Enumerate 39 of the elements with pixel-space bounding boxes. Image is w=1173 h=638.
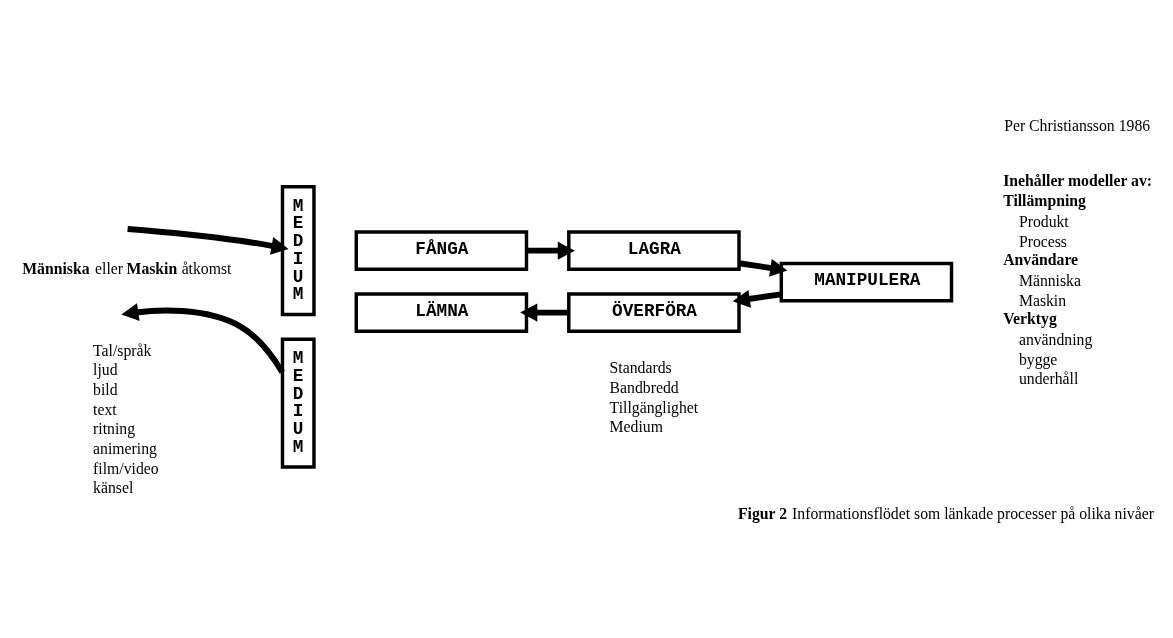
label: underhåll bbox=[1018, 369, 1079, 387]
caption: Figur 2 Informationsflödet som länkade processer på olika nivåer bbox=[738, 504, 1154, 522]
node-box: LAGRA bbox=[567, 229, 741, 271]
label: bild bbox=[93, 380, 118, 398]
label: text bbox=[93, 400, 117, 418]
label: Tillgänglighet bbox=[609, 398, 699, 416]
label: Bandbredd bbox=[609, 378, 679, 396]
node-box: FÅNGA bbox=[354, 229, 529, 271]
label: känsel bbox=[93, 478, 134, 496]
arrow bbox=[127, 225, 289, 255]
label: animering bbox=[93, 439, 157, 457]
label: ritning bbox=[93, 419, 136, 437]
label: Per Christiansson 1986 bbox=[1004, 116, 1151, 134]
node-box: ÖVERFÖRA bbox=[567, 291, 741, 333]
label: Process bbox=[1018, 232, 1067, 249]
node-box: MEDIUM bbox=[280, 184, 316, 316]
label: Tal/språk bbox=[93, 341, 152, 359]
label: Tillämpning bbox=[1003, 191, 1086, 209]
label: Verktyg bbox=[1003, 309, 1057, 327]
arrow bbox=[520, 303, 569, 322]
node-box: MANIPULERA bbox=[779, 261, 954, 303]
label: Människa eller Maskin åtkomst bbox=[22, 259, 232, 277]
label: ljud bbox=[93, 360, 118, 378]
label: bygge bbox=[1018, 350, 1058, 368]
node-box: MEDIUM bbox=[280, 336, 316, 469]
label: film/video bbox=[93, 459, 159, 477]
label: Standards bbox=[609, 358, 672, 376]
label: Inehåller modeller av: bbox=[1003, 171, 1153, 189]
node-box: LÄMNA bbox=[354, 291, 529, 333]
label: Produkt bbox=[1018, 212, 1069, 230]
label: Människa bbox=[1018, 271, 1081, 289]
label: Medium bbox=[609, 417, 663, 435]
arrow bbox=[738, 258, 788, 277]
arrow bbox=[526, 241, 575, 260]
arrow bbox=[121, 302, 285, 374]
label: användning bbox=[1018, 330, 1093, 348]
label: Användare bbox=[1003, 250, 1079, 268]
arrow bbox=[732, 289, 782, 308]
label: Maskin bbox=[1018, 291, 1067, 309]
